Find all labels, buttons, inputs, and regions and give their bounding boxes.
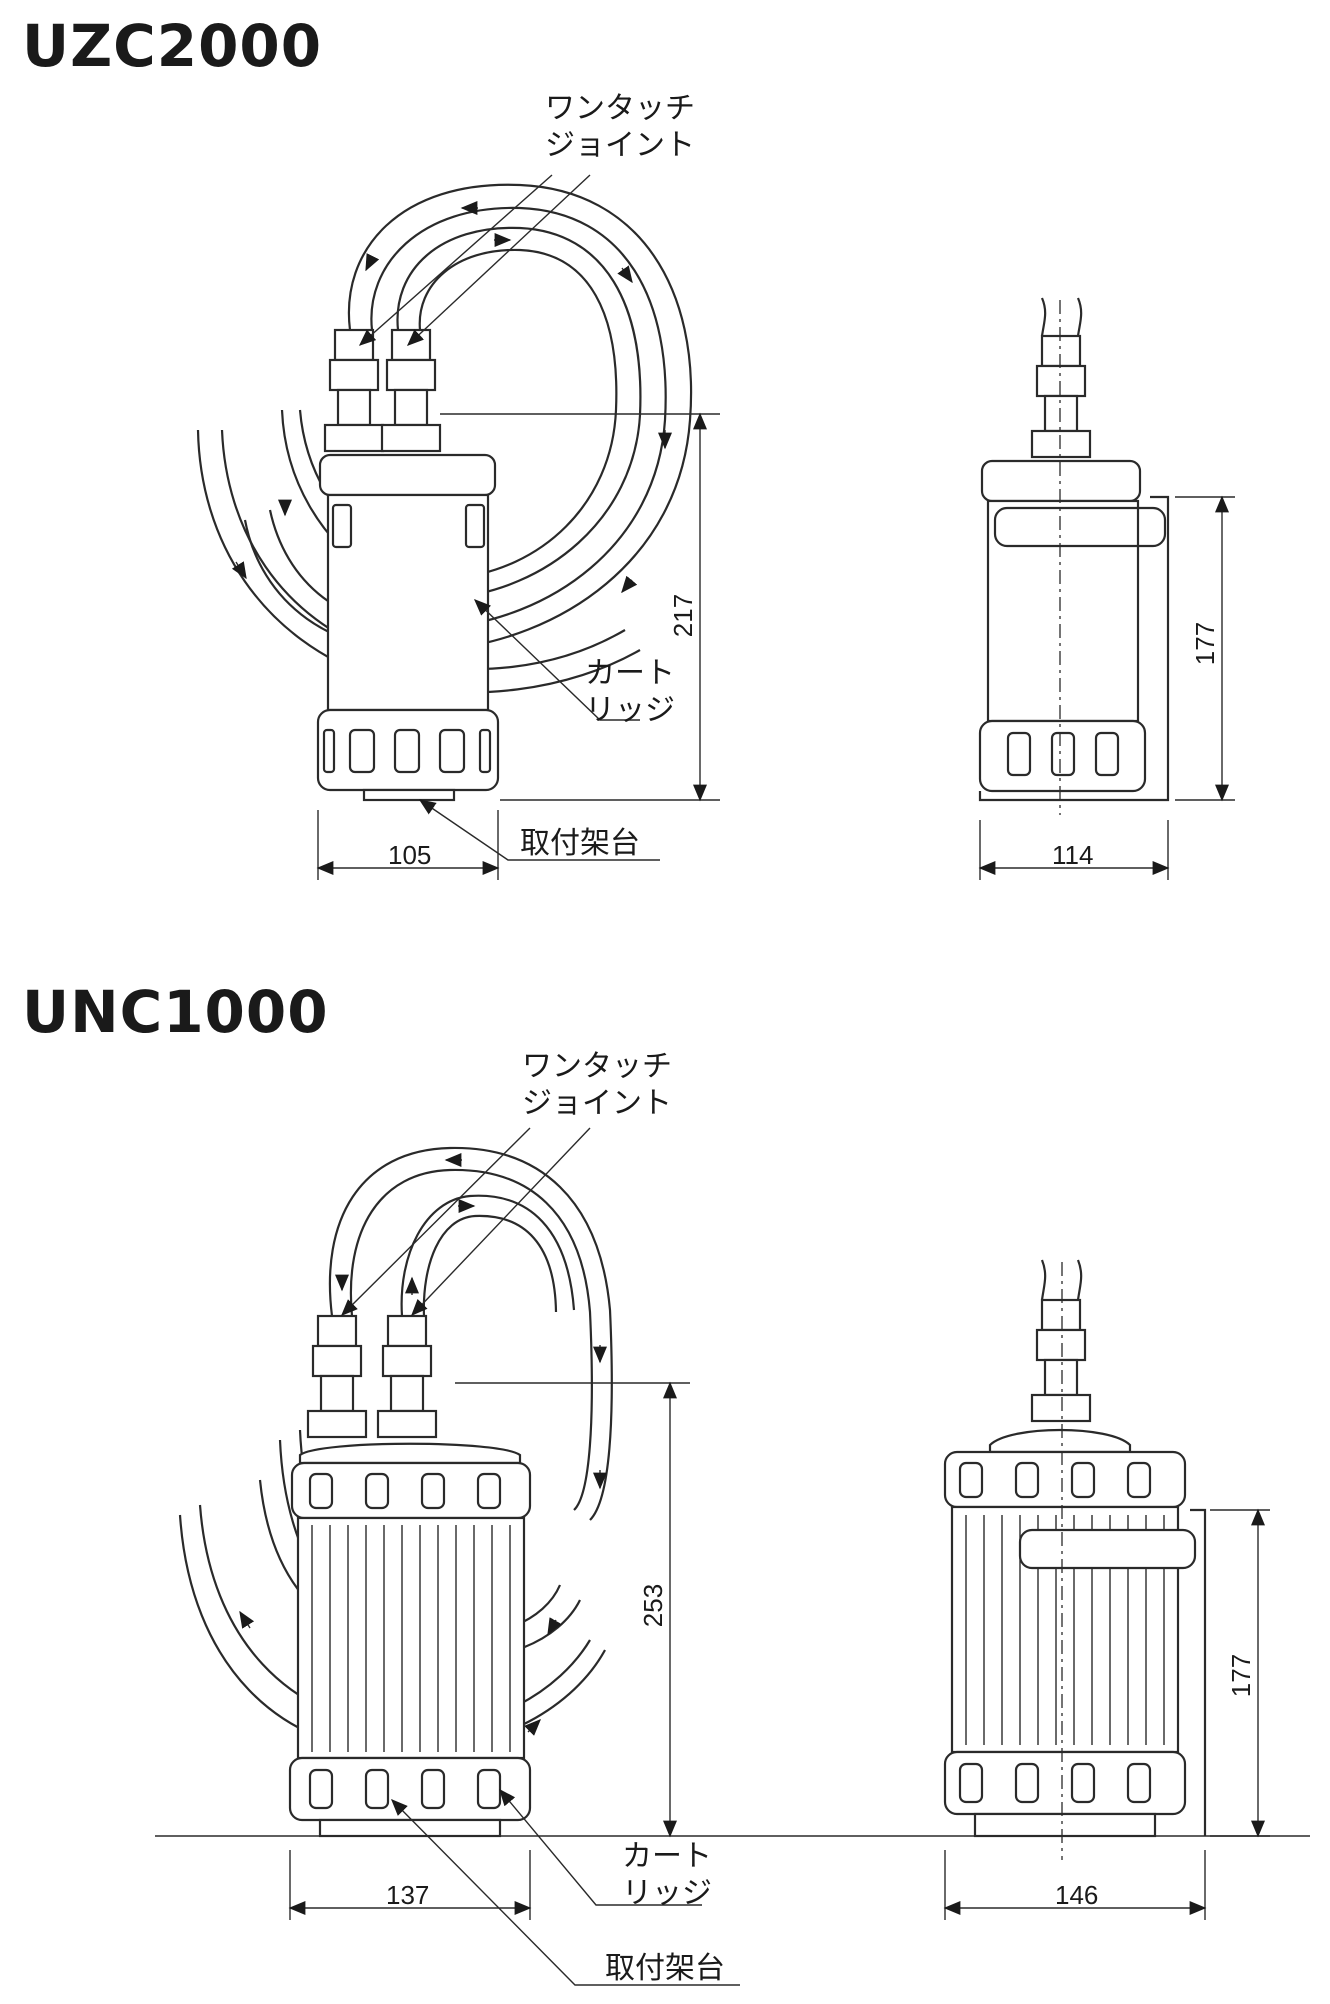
uzc2000-side-view [978, 297, 1235, 880]
uzc2000-dim-width-front: 105 [388, 840, 432, 870]
uzc2000-front-view [196, 174, 720, 880]
uzc2000-dim-height-side: 177 [1190, 621, 1221, 666]
uzc2000-mount-label: 取付架台 [520, 826, 640, 861]
unc1000-side-view [943, 1259, 1270, 1920]
unc1000-mount-label: 取付架台 [605, 1951, 725, 1986]
uzc2000-joint-label: ワンタッチ ジョイント [545, 91, 695, 163]
uzc2000-fittings [323, 328, 442, 453]
model-title-uzc2000: UZC2000 [22, 12, 323, 80]
unc1000-joint-label: ワンタッチ ジョイント [522, 1049, 672, 1121]
uzc2000-cartridge-label: カート リッジ [585, 656, 675, 728]
unc1000-dim-width-front: 137 [386, 1880, 430, 1910]
unc1000-dim-height: 253 [638, 1583, 669, 1628]
uzc2000-dim-height: 217 [668, 593, 699, 638]
model-title-unc1000: UNC1000 [22, 978, 329, 1046]
unc1000-dim-width-side: 146 [1055, 1880, 1099, 1910]
uzc2000-dim-width-side: 114 [1052, 840, 1094, 870]
unc1000-dim-height-side: 177 [1226, 1653, 1257, 1698]
unc1000-cartridge-label: カート リッジ [622, 1839, 712, 1911]
unc1000-front-view [155, 1127, 1310, 1986]
